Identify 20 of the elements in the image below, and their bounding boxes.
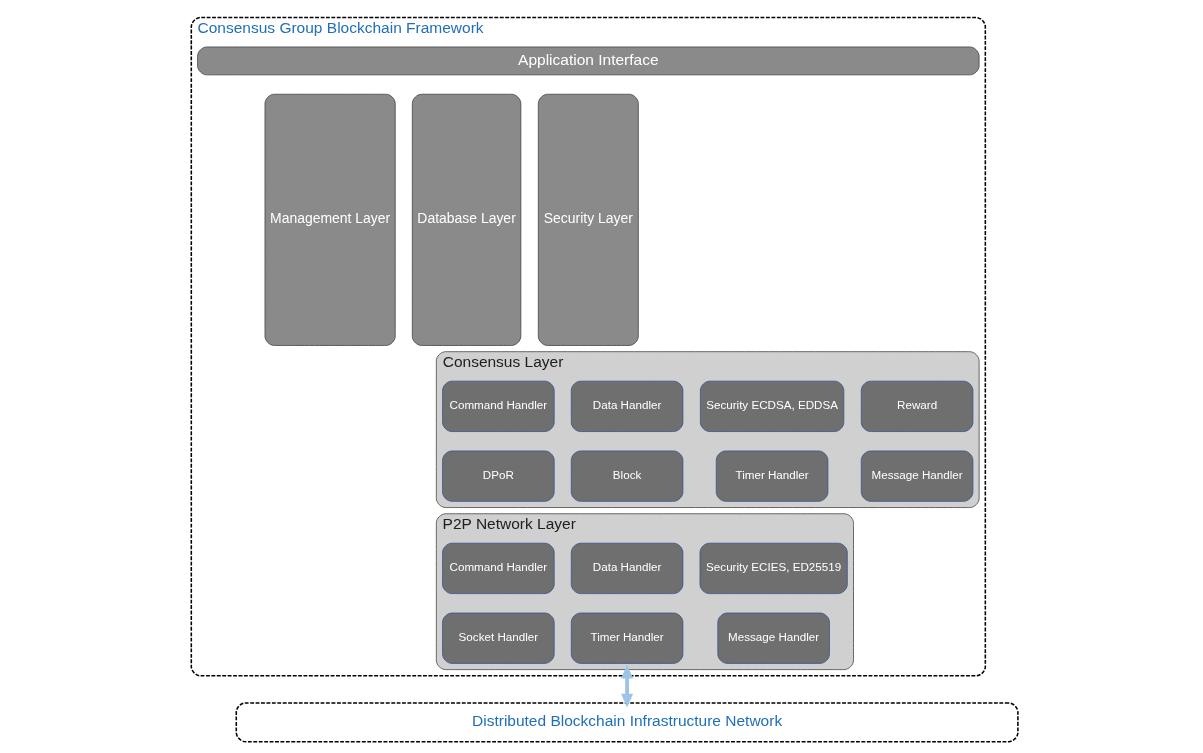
node-box: Data Handler <box>570 380 684 432</box>
node-box: Message Handler <box>860 450 974 502</box>
node-box: Command Handler <box>442 380 555 432</box>
arrow <box>621 664 634 708</box>
node-box: Security ECDSA, EDDSA <box>700 380 845 432</box>
node-box: DPoR <box>442 450 555 502</box>
node-box: Message Handler <box>717 612 830 664</box>
node-box: Data Handler <box>570 542 684 594</box>
node-box: Socket Handler <box>442 612 555 664</box>
node-box: Security Layer <box>537 93 639 346</box>
node-box: Reward <box>860 380 974 432</box>
node-box: Block <box>570 450 684 502</box>
node-box: Security ECIES, ED25519 <box>699 542 848 594</box>
node-box: Command Handler <box>442 542 555 594</box>
node-box: Database Layer <box>411 93 522 346</box>
node-box: Distributed Blockchain Infrastructure Network <box>235 702 1019 743</box>
node-box: Timer Handler <box>570 612 684 664</box>
node-box: Management Layer <box>264 93 396 346</box>
node-box: Timer Handler <box>715 450 829 502</box>
node-box: Application Interface <box>197 46 980 76</box>
